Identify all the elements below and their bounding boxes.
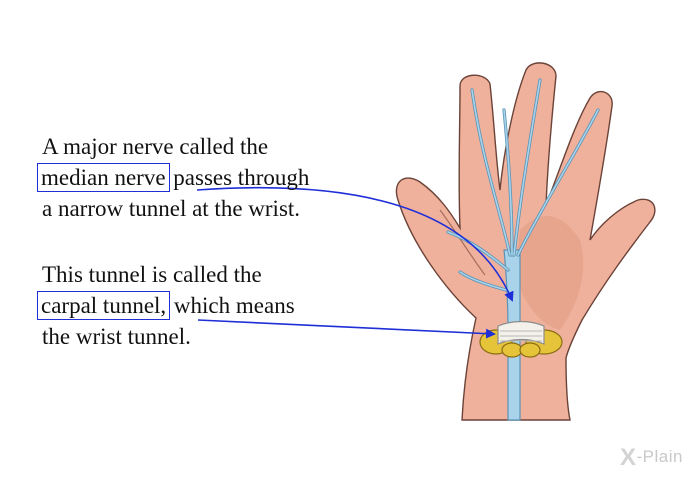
paragraph-carpal-tunnel: This tunnel is called the carpal tunnel,… (36, 259, 295, 352)
thumb-crease (439, 209, 486, 276)
median-nerve-highlight: median nerve (37, 163, 170, 192)
logo-text: -Plain (636, 447, 683, 466)
carpal-tunnel-highlight: carpal tunnel, (36, 291, 171, 320)
paragraph2-line3: the wrist tunnel. (42, 324, 191, 349)
paragraph1-line1: A major nerve called the (42, 134, 269, 159)
logo-mark: X (620, 444, 637, 471)
ligament-stripes (500, 330, 542, 342)
paragraph1-line2: median nerve passes through (37, 162, 310, 193)
carpal-tunnel-arrow (197, 319, 496, 339)
paragraph1-line3: a narrow tunnel at the wrist. (42, 196, 301, 221)
palm-shading (515, 216, 584, 330)
paragraph2-line2: carpal tunnel, which means (36, 290, 295, 321)
nerve-branches-fill (447, 79, 599, 291)
median-nerve-arrow (196, 186, 514, 302)
paragraph1-line2-rest: passes through (167, 165, 310, 190)
paragraph2-line1: This tunnel is called the (42, 262, 262, 287)
paragraph2-line2-rest: which means (168, 293, 295, 318)
xplain-logo: X-Plain (620, 444, 683, 472)
paragraph-median-nerve: A major nerve called the median nerve pa… (37, 131, 310, 224)
